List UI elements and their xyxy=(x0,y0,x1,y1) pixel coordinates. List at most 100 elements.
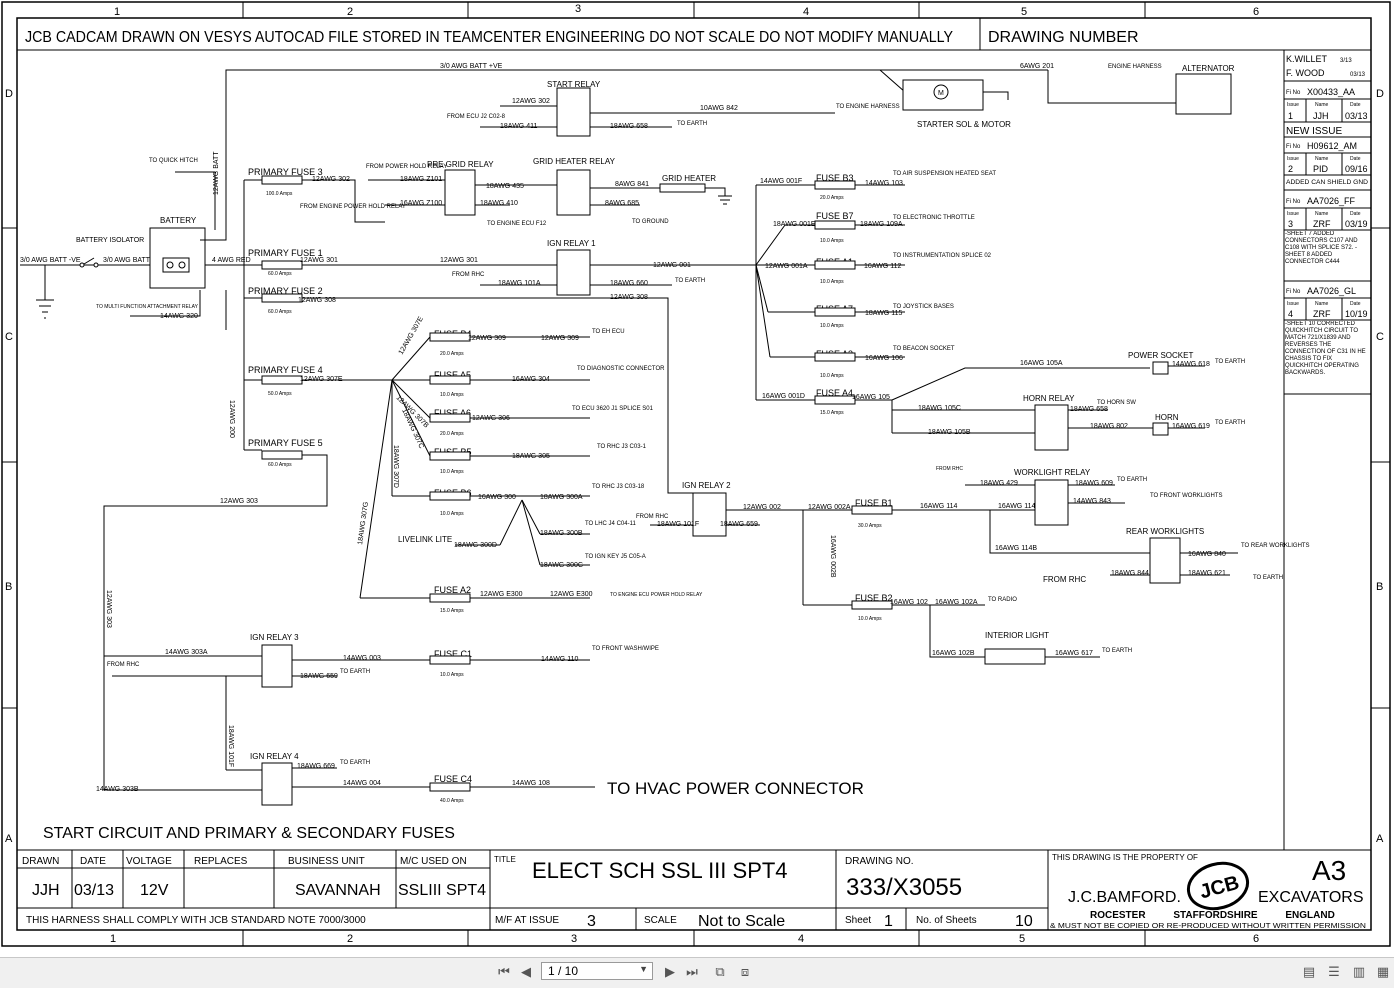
rev-col: Name xyxy=(1315,301,1329,307)
two-page-view-icon[interactable]: ▥ xyxy=(1352,964,1366,980)
destination-label: TO ENGINE ECU F12 xyxy=(487,221,547,227)
fit-width-icon[interactable]: ⧈ xyxy=(740,964,750,980)
rev-issue: 2 xyxy=(1288,164,1293,174)
tb-label: Sheet xyxy=(845,915,871,926)
two-page-continuous-view-icon[interactable]: ▦ xyxy=(1376,964,1390,980)
relay-label: IGN RELAY 4 xyxy=(250,752,299,761)
tb-label: BUSINESS UNIT xyxy=(288,856,365,867)
rev-author: JJH xyxy=(1313,111,1329,121)
destination-label: TO REAR WORKLIGHTS xyxy=(1241,543,1310,549)
wire-label: 18AWG 105B xyxy=(928,429,971,436)
fuse-label: FUSE B2 xyxy=(855,593,893,603)
grid-row-label: A xyxy=(1376,833,1384,845)
wire-label: 18AWG 001E xyxy=(773,221,816,228)
tb-label: SCALE xyxy=(644,915,677,926)
continuous-view-icon[interactable]: ☰ xyxy=(1328,964,1340,980)
wire-label: 18AWG 101A xyxy=(498,280,541,287)
wire-label: 12AWG 001A xyxy=(765,263,808,270)
tb-label: M/F AT ISSUE xyxy=(495,915,559,926)
wire-label: 12AWG 307E xyxy=(300,376,343,383)
rev-issue: 3 xyxy=(1288,219,1293,229)
destination-label: TO ELECTRONIC THROTTLE xyxy=(893,215,975,221)
rev-note: NEW ISSUE xyxy=(1286,126,1342,137)
fuse-label: FUSE A5 xyxy=(434,370,471,380)
grid-row-label: B xyxy=(5,581,12,593)
rev-col: Name xyxy=(1315,156,1329,162)
fuse-amps: 15.0 Amps xyxy=(820,410,844,416)
fuse-label: PRIMARY FUSE 2 xyxy=(248,286,323,296)
tb-value: JJH xyxy=(32,882,60,899)
wire-label: 16AWG 114B xyxy=(995,545,1037,552)
first-page-icon[interactable]: ⏮ xyxy=(498,964,510,980)
fuse-amps: 10.0 Amps xyxy=(440,672,464,678)
next-page-icon[interactable]: ▶ xyxy=(665,964,675,980)
fuse-symbol xyxy=(429,375,471,385)
drawing-number-label: DRAWING NUMBER xyxy=(988,29,1139,46)
rev-col: Date xyxy=(1350,211,1361,217)
wire-label: 12AWG 301 xyxy=(440,257,478,264)
fuse-symbol xyxy=(814,307,856,317)
wire-label: 18AWG 300B xyxy=(540,530,583,537)
tb-value: SAVANNAH xyxy=(295,882,381,899)
wire-label: 16AWG 114 xyxy=(920,503,957,510)
wire-label: 16AWG 105A xyxy=(1020,360,1063,367)
last-page-icon[interactable]: ⏭ xyxy=(686,964,698,980)
chevron-down-icon[interactable]: ▼ xyxy=(639,964,648,974)
grid-row-label: C xyxy=(1376,331,1384,343)
fuse-symbol xyxy=(429,451,471,461)
rev-author: PID xyxy=(1313,164,1329,174)
wire-label: 18AWG Z101 xyxy=(400,176,442,183)
grid-col-label: 5 xyxy=(1021,6,1027,18)
rev-entry-date: 09/16 xyxy=(1345,164,1368,174)
relay-label: IGN RELAY 2 xyxy=(682,481,731,490)
grid-columns: 1 2 3 4 5 6 1 2 3 4 5 6 xyxy=(110,2,1259,946)
wire-label: 16AWG 617 xyxy=(1055,650,1093,657)
tb-value: 03/13 xyxy=(74,882,114,899)
battery-label: BATTERY xyxy=(160,216,197,225)
fuse-symbol xyxy=(814,352,856,362)
wire-label: 16AWG 102 xyxy=(890,599,928,606)
rev-issue: 1 xyxy=(1288,111,1293,121)
relay-label: PRE GRID RELAY xyxy=(427,160,494,169)
rev-name: K.WILLET xyxy=(1286,54,1328,64)
wire-label: 18AWG 109A xyxy=(860,221,903,228)
fuse-amps: 20.0 Amps xyxy=(440,431,464,437)
fuse-amps: 60.0 Amps xyxy=(268,462,292,468)
wire-label: 12AWG 303 xyxy=(220,498,258,505)
tb-label: No. of Sheets xyxy=(916,915,977,926)
wire-label: 14AWG 003 xyxy=(343,655,381,662)
wire-label: 16AWG 102B xyxy=(932,650,975,657)
wire-label: 18AWG 105C xyxy=(918,405,961,412)
wire-label: 18AWG 844 xyxy=(1111,570,1149,577)
interior-light-symbol xyxy=(984,648,1046,665)
fuse-label: FUSE A2 xyxy=(434,585,471,595)
wire-label: 10AWG 842 xyxy=(700,105,738,112)
grid-col-label: 4 xyxy=(803,6,809,18)
fit-page-icon[interactable]: ⧉ xyxy=(715,964,725,980)
company-location: ROCESTER STAFFORDSHIRE ENGLAND xyxy=(1090,910,1335,921)
fuse-label: PRIMARY FUSE 1 xyxy=(248,248,323,258)
rev-author: ZRF xyxy=(1313,309,1331,319)
component-label: HORN xyxy=(1155,413,1179,422)
destination-label: TO JOYSTICK BASES xyxy=(893,304,954,310)
destination-label: TO RHC J3 C03-18 xyxy=(592,484,645,490)
page-number-field[interactable]: 1 / 10 ▼ xyxy=(541,962,653,980)
wire-label: 12AWG E300 xyxy=(480,591,523,598)
wire-label: 18AWG 658 xyxy=(610,123,648,130)
rev-col: Date xyxy=(1350,301,1361,307)
fuse-label: FUSE A6 xyxy=(434,408,471,418)
grid-col-label: 6 xyxy=(1253,6,1259,18)
grid-col-label: 1 xyxy=(110,933,116,945)
rev-entry-date: 03/13 xyxy=(1345,111,1368,121)
previous-page-icon[interactable]: ◀ xyxy=(521,964,531,980)
wire-label: 16AWG Z100 xyxy=(400,200,442,207)
tb-label: REPLACES xyxy=(194,856,248,867)
wire-label: 18AWG 300A xyxy=(540,494,583,501)
wire-label: 18AWG 802 xyxy=(1090,423,1128,430)
header-banner: JCB CADCAM DRAWN ON VESYS AUTOCAD FILE S… xyxy=(25,29,953,46)
rev-file-label: Fi No xyxy=(1286,289,1301,295)
destination-label: TO INSTRUMENTATION SPLICE 02 xyxy=(893,253,992,259)
wire-label: 18AWG 609 xyxy=(1075,480,1113,487)
destination-label: TO EARTH xyxy=(675,278,705,284)
single-page-view-icon[interactable]: ▤ xyxy=(1302,964,1316,980)
